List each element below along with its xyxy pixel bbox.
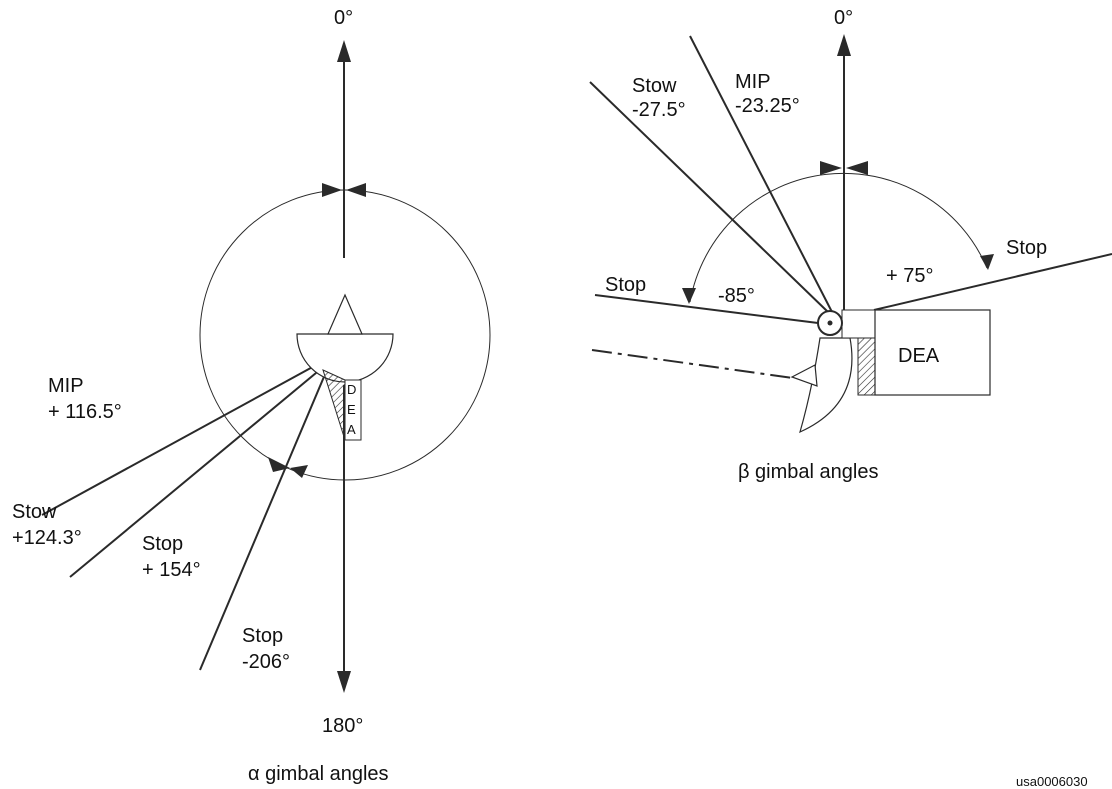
beta-antenna-feed [790, 364, 818, 387]
alpha-stop-positive-line [199, 371, 327, 671]
alpha-mip-line [41, 363, 319, 516]
alpha-caption: α gimbal angles [248, 763, 389, 785]
alpha-gimbal-group: D E A 0° 180° MIP + 116.5° Stow +124.3° … [12, 7, 491, 785]
alpha-stop-positive-value: + 154° [142, 559, 201, 581]
beta-mip-line [689, 35, 833, 313]
alpha-dea-letter-e: E [347, 402, 356, 417]
alpha-dea-letter-d: D [347, 382, 356, 397]
alpha-antenna-feed [327, 293, 363, 335]
beta-dea-label: DEA [898, 345, 940, 367]
alpha-stop-negative-name: Stop [242, 625, 283, 647]
alpha-bottom-label: 180° [322, 715, 363, 737]
beta-dea-hatch [857, 337, 876, 396]
beta-antenna-dish [799, 337, 853, 434]
beta-zero-label: 0° [834, 7, 853, 29]
beta-mip-name: MIP [735, 71, 771, 93]
alpha-stop-positive-name: Stop [142, 533, 183, 555]
alpha-bottom-arrowhead [337, 671, 351, 693]
beta-arc-left-arrowhead [682, 288, 696, 304]
beta-dea-box [874, 309, 991, 396]
alpha-stow-name: Stow [12, 501, 57, 523]
beta-reference-line [591, 349, 794, 379]
beta-stop-left-value: -85° [718, 285, 755, 307]
alpha-antenna-dish [296, 333, 394, 383]
alpha-zero-label: 0° [334, 7, 353, 29]
alpha-dea-letter-a: A [347, 422, 356, 437]
alpha-stow-line [69, 367, 323, 578]
alpha-bottom-left-arrowhead [268, 457, 290, 472]
beta-range-arc [689, 172, 988, 303]
beta-pivot-dot [827, 320, 833, 326]
alpha-bottom-right-arrowhead [290, 465, 308, 478]
beta-stop-left-name: Stop [605, 274, 646, 296]
beta-caption: β gimbal angles [738, 461, 878, 483]
beta-zero-arrowhead [837, 34, 851, 56]
beta-arc-right-arrowhead [980, 254, 994, 270]
beta-stop-left-line [594, 294, 819, 324]
alpha-stow-value: +124.3° [12, 527, 82, 549]
alpha-top-left-arrowhead [322, 183, 342, 197]
beta-stop-right-name: Stop [1006, 237, 1047, 259]
beta-stop-right-value: + 75° [886, 265, 933, 287]
alpha-dea-box [344, 379, 362, 441]
beta-mip-value: -23.25° [735, 95, 800, 117]
beta-top-left-arrowhead [820, 161, 842, 175]
beta-pivot-bracket [841, 309, 876, 339]
alpha-top-right-arrowhead [346, 183, 366, 197]
beta-stow-line [589, 81, 829, 313]
beta-stow-name: Stow [632, 75, 677, 97]
alpha-dea-hatch [322, 369, 346, 441]
alpha-mip-name: MIP [48, 375, 84, 397]
alpha-zero-arrowhead [337, 40, 351, 62]
figure-id: usa0006030 [1016, 774, 1088, 789]
beta-gimbal-group: DEA 0° Stow -27.5° MIP -23.25° Stop -85°… [589, 7, 1112, 483]
beta-stop-right-line [873, 253, 1112, 311]
beta-stow-value: -27.5° [632, 99, 686, 121]
alpha-stop-negative-value: -206° [242, 651, 290, 673]
alpha-mip-value: + 116.5° [48, 401, 122, 423]
beta-top-right-arrowhead [846, 161, 868, 175]
